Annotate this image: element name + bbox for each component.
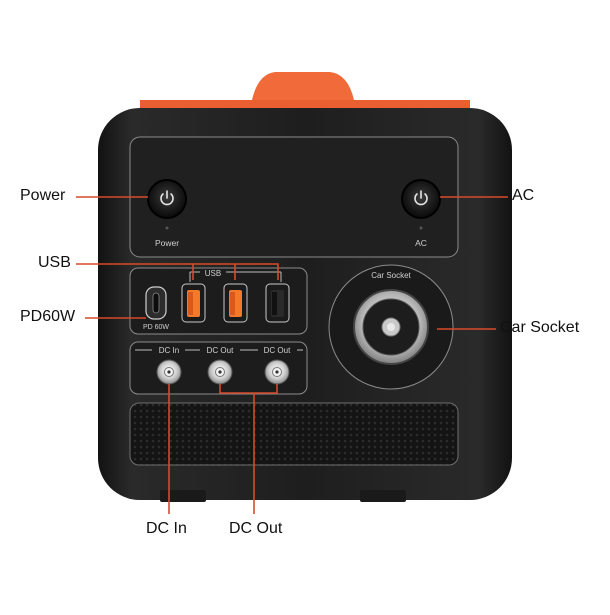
callout-pd60w: PD60W: [20, 308, 76, 325]
callout-dc-in: DC In: [146, 520, 187, 537]
vent-grille: [129, 402, 459, 466]
car-socket-port[interactable]: [353, 289, 429, 365]
power-icon: [414, 190, 428, 206]
callout-power: Power: [20, 187, 66, 204]
ac-led: [419, 226, 423, 230]
callout-car-socket: Car Socket: [500, 319, 580, 336]
usb-bracket: [189, 271, 282, 282]
panel-label-dc-in: DC In: [159, 346, 179, 355]
callout-ac: AC: [512, 187, 535, 204]
power-icon: [160, 190, 174, 206]
callout-dc-out: DC Out: [229, 520, 283, 537]
foot-left: [160, 490, 206, 502]
usb-c-port[interactable]: [145, 286, 167, 320]
power-led: [165, 226, 169, 230]
usb-panel: [129, 267, 308, 335]
power-button[interactable]: [147, 179, 187, 219]
usb-a-port-3[interactable]: [265, 283, 290, 323]
panel-label-dc-out-1: DC Out: [207, 346, 234, 355]
callout-lines: [76, 196, 508, 514]
usb-a-port-1[interactable]: [181, 283, 206, 323]
dc-in-port[interactable]: [156, 359, 182, 385]
panel-label-usb: USB: [205, 269, 221, 278]
callout-line-dc-out: [219, 384, 278, 514]
callout-usb: USB: [38, 254, 71, 271]
dc-out-port-1[interactable]: [207, 359, 233, 385]
panel-label-power: Power: [155, 238, 179, 248]
panel-label-car-socket: Car Socket: [371, 271, 411, 280]
usb-a-port-2[interactable]: [223, 283, 248, 323]
dc-out-port-2[interactable]: [264, 359, 290, 385]
panel-label-pd60w: PD 60W: [143, 324, 169, 331]
ac-button[interactable]: [401, 179, 441, 219]
foot-right: [360, 490, 406, 502]
panel-label-ac: AC: [415, 238, 427, 248]
callout-line-usb: [76, 263, 279, 280]
panel-label-dc-out-2: DC Out: [264, 346, 291, 355]
